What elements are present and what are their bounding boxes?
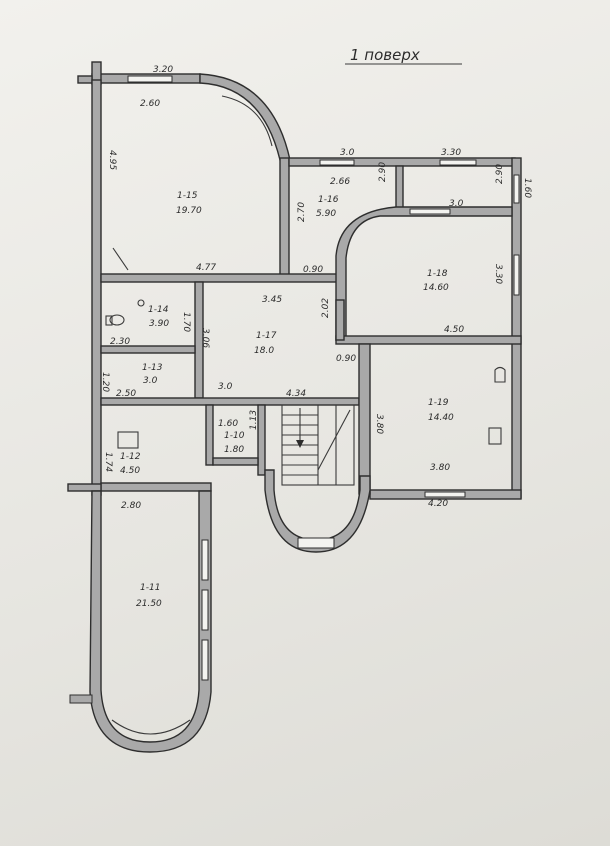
dim-4-34: 4.34	[286, 389, 306, 399]
dim-4-20: 4.20	[428, 499, 448, 509]
room-area-1-11: 21.50	[136, 599, 162, 609]
wall-1-16-right	[395, 165, 404, 209]
wall-stair-bay	[264, 469, 371, 553]
room-area-1-19: 14.40	[428, 413, 454, 423]
dim-3-45: 3.45	[262, 295, 282, 305]
sink-icon	[137, 299, 145, 307]
dim-2-90-a: 2.90	[378, 162, 388, 182]
dim-0-90-a: 0.90	[303, 265, 323, 275]
wall-1-10-right	[257, 404, 266, 476]
window-top-1-16	[319, 159, 355, 166]
room-label-1-10: 1-10	[224, 431, 245, 441]
wall-below-1-18	[335, 335, 522, 345]
wall-left-upper	[91, 79, 102, 496]
toilet-icon	[109, 314, 125, 326]
room-label-1-16: 1-16	[318, 195, 339, 205]
dim-2-02: 2.02	[321, 298, 331, 318]
dim-2-60: 2.60	[140, 99, 160, 109]
stove-icon	[488, 427, 502, 445]
toilet-tank-icon	[105, 315, 113, 326]
dim-2-30: 2.30	[110, 337, 130, 347]
wall-bay-1-15	[199, 73, 291, 161]
room-area-1-14: 3.90	[149, 319, 169, 329]
wall-stub-sw	[69, 694, 93, 704]
room-area-1-10: 1.80	[224, 445, 244, 455]
wall-1-10-bottom	[212, 457, 259, 466]
room-label-1-19: 1-19	[428, 398, 449, 408]
wall-1-12-bottom	[100, 482, 212, 492]
window-1-11-arc	[111, 719, 191, 735]
room-label-1-17: 1-17	[256, 331, 277, 341]
dim-4-77: 4.77	[196, 263, 216, 273]
bay-window-line	[221, 95, 273, 147]
dim-2-50: 2.50	[116, 389, 136, 399]
window-1-18-top	[409, 208, 451, 215]
wall-1-14-bottom	[100, 345, 196, 354]
wall-right-1-15	[279, 157, 290, 279]
wall-right-outer	[511, 157, 522, 499]
dim-0-90-b: 0.90	[336, 354, 356, 364]
dim-1-20: 1.20	[100, 372, 110, 392]
wall-1-13-bottom	[100, 397, 360, 406]
window-top-right	[439, 159, 477, 166]
plan-title: 1 поверх	[350, 46, 420, 64]
window-right-1-18	[513, 254, 520, 296]
window-right-upper	[513, 174, 520, 204]
dim-1-60-right: 1.60	[522, 178, 532, 198]
wall-room-1-11	[89, 490, 212, 753]
dim-3-20: 3.20	[153, 65, 173, 75]
staircase	[281, 404, 355, 486]
wall-stub-nw	[77, 75, 93, 84]
dim-3-0-corridor: 3.0	[218, 382, 233, 392]
dim-2-66: 2.66	[330, 177, 350, 187]
window-top-1-15	[127, 75, 173, 83]
dim-4-95: 4.95	[107, 150, 117, 170]
wall-corridor-right	[335, 299, 345, 341]
window-bottom-1-19	[424, 491, 466, 498]
door-swing-1-15	[112, 247, 129, 271]
room-label-1-18: 1-18	[427, 269, 448, 279]
dim-3-0-top: 3.0	[340, 148, 355, 158]
room-area-1-12: 4.50	[120, 466, 140, 476]
dim-1-74: 1.74	[103, 452, 113, 472]
kitchen-sink-icon	[494, 366, 506, 383]
dim-1-13: 1.13	[249, 410, 259, 430]
dim-3-06: 3.06	[200, 328, 210, 348]
dim-1-60-b: 1.60	[218, 419, 238, 429]
dim-3-0-mid: 3.0	[449, 199, 464, 209]
window-stair-bay	[297, 537, 335, 549]
room-label-1-12: 1-12	[120, 452, 141, 462]
dim-3-30-right: 3.30	[493, 264, 503, 284]
dim-3-80-horizontal: 3.80	[430, 463, 450, 473]
room-area-1-15: 19.70	[176, 206, 202, 216]
window-1-11-b	[201, 589, 209, 631]
shower-icon	[117, 431, 139, 449]
room-label-1-14: 1-14	[148, 305, 169, 315]
window-1-11-a	[201, 539, 209, 581]
window-1-11-c	[201, 639, 209, 681]
room-area-1-16: 5.90	[316, 209, 336, 219]
room-label-1-15: 1-15	[177, 191, 198, 201]
dim-3-80-vertical: 3.80	[374, 414, 384, 434]
dim-1-70: 1.70	[181, 312, 191, 332]
dim-2-70: 2.70	[297, 202, 307, 222]
wall-1-19-left	[358, 343, 371, 495]
room-label-1-11: 1-11	[140, 583, 160, 593]
room-area-1-18: 14.60	[423, 283, 449, 293]
room-area-1-17: 18.0	[254, 346, 274, 356]
wall-1-10-left	[205, 404, 214, 466]
dim-2-90-b: 2.90	[495, 164, 505, 184]
room-label-1-13: 1-13	[142, 363, 163, 373]
dim-4-50: 4.50	[444, 325, 464, 335]
wall-stub-west	[67, 483, 102, 492]
dim-3-30-top: 3.30	[441, 148, 461, 158]
wall-curve-1-18	[335, 206, 513, 341]
wall-below-1-15	[100, 273, 342, 283]
room-area-1-13: 3.0	[143, 376, 158, 386]
dim-2-80: 2.80	[121, 501, 141, 511]
